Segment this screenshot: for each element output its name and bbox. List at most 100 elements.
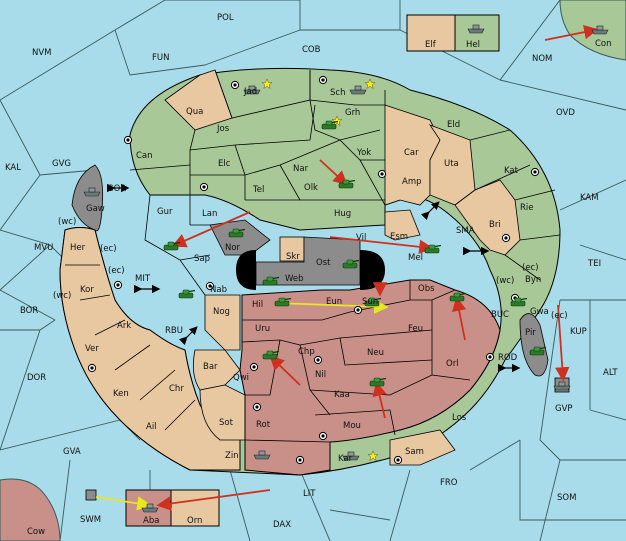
sea-fun-label: FUN [152, 53, 169, 63]
move-orders [95, 25, 599, 511]
supply-center-icon [230, 80, 240, 90]
sea-gor-label: GOR [107, 184, 126, 194]
order-arrow-gvp [555, 304, 570, 382]
supply-center-icon [501, 233, 511, 243]
order-arrow-chp [269, 355, 301, 386]
land-rot-label: Rot [256, 420, 271, 430]
supply-center-icon [318, 75, 328, 85]
land-uta-label: Uta [444, 159, 459, 169]
sea-swm-label: SWM [80, 515, 101, 525]
land-nab-label: Nab [210, 285, 227, 295]
land-hil-label: Hil [252, 300, 263, 310]
coast-label-ec: (ec) [108, 266, 125, 276]
land-olk-label: Olk [304, 183, 318, 193]
land-web-label: Web [285, 274, 304, 284]
sea-lit-label: LIT [303, 489, 316, 499]
land-eun-label: Eun [326, 297, 342, 307]
supply-center-icon [377, 169, 387, 179]
sea-gvg-label: GVG [52, 159, 71, 169]
land-elf [406, 14, 456, 52]
land-sot-label: Sot [219, 418, 234, 428]
land-chr-label: Chr [169, 384, 184, 394]
land-sch-label: Sch [330, 88, 345, 98]
land-gwa-label: Gwa [530, 307, 549, 317]
land-qwi-label: Qwi [233, 373, 249, 383]
order-arrow-obs [452, 296, 467, 341]
sea-pol-label: POL [217, 13, 234, 23]
supply-center-icon [295, 455, 305, 465]
land-hug-label: Hug [334, 209, 351, 219]
province-borders [65, 69, 561, 443]
land-yok-label: Yok [356, 148, 371, 158]
land-pir-label: Pir [525, 328, 536, 338]
land-ver-label: Ver [85, 344, 99, 354]
supply-center-icon [353, 305, 363, 315]
order-arrow-sun-support [274, 299, 389, 314]
sea-ovd-label: OVD [556, 108, 575, 118]
land-vil-label: Vil [356, 233, 366, 243]
sea-gvp-label: GVP [555, 404, 573, 414]
sea-kam-label: KAM [580, 193, 599, 203]
sea-tei-label: TEI [587, 259, 601, 269]
land-skr-label: Skr [286, 252, 300, 262]
land-sun-label: Sun [362, 297, 378, 307]
canal-connectors [107, 183, 521, 373]
land-kor-label: Kor [80, 285, 94, 295]
land-ken-label: Ken [113, 389, 129, 399]
land-zin-label: Zin [225, 451, 239, 461]
land-obs-label: Obs [418, 284, 435, 294]
land-her-label: Her [70, 243, 86, 253]
land-eld-label: Eld [447, 120, 460, 130]
land-gaw-label: Gaw [86, 204, 105, 214]
sea-dor-label: DOR [27, 373, 46, 383]
supply-center-icon [113, 280, 123, 290]
sea-buc-label: BUC [491, 310, 509, 320]
supply-center-icon [318, 431, 328, 441]
land-orn [170, 489, 220, 527]
land-esm-label: Esm [390, 232, 408, 242]
land-los-label: Los [452, 413, 467, 423]
land-nog-label: Nog [213, 307, 230, 317]
order-arrow-sap [171, 211, 251, 248]
land-kar-label: Kar [338, 454, 353, 464]
land-orn-label: Orn [187, 516, 202, 526]
order-arrow-con [544, 25, 599, 41]
land-feu-label: Feu [408, 324, 423, 334]
land-tel-label: Tel [252, 185, 264, 195]
black-cap-right [360, 250, 385, 290]
land-sap-label: Sap [194, 254, 210, 264]
supply-center-icon [87, 363, 97, 373]
land-nar-label: Nar [293, 164, 309, 174]
land-lan-label: Lan [202, 209, 217, 219]
land-uta [428, 124, 476, 206]
land-swm-marker [85, 489, 97, 501]
land-rie-label: Rie [520, 203, 534, 213]
land-gur-label: Gur [157, 207, 173, 217]
supply-center-icon [249, 362, 259, 372]
land-orl-label: Orl [446, 359, 459, 369]
sea-rod-label: ROD [498, 353, 518, 363]
sea-labels: POL NVM FUN COB NOM OVD KAL GVG KAM MVU … [5, 13, 618, 530]
supply-center-icon [485, 352, 495, 362]
sea-mvu-label: MVU [34, 243, 53, 253]
sea-kal-label: KAL [5, 163, 21, 173]
land-mel-label: Mel [408, 253, 423, 263]
land-byn-label: Byn [525, 275, 541, 285]
land-amp-label: Amp [402, 177, 422, 187]
land-chp-label: Chp [298, 347, 315, 357]
black-cap-left [236, 250, 256, 290]
coast-label-wc: (wc) [496, 276, 514, 286]
order-arrow-mel [329, 236, 434, 254]
sea-cob-label: COB [302, 45, 321, 55]
connector-sma [420, 201, 440, 221]
land-ail-label: Ail [146, 422, 157, 432]
land-mou-label: Mou [343, 421, 361, 431]
supply-center-icon [313, 355, 323, 365]
sea-kup-label: KUP [570, 327, 587, 337]
land-bar-label: Bar [203, 362, 218, 372]
sea-gva-label: GVA [63, 447, 81, 457]
coast-label-ec: (ec) [522, 263, 539, 273]
coast-label-wc: (wc) [58, 217, 76, 227]
